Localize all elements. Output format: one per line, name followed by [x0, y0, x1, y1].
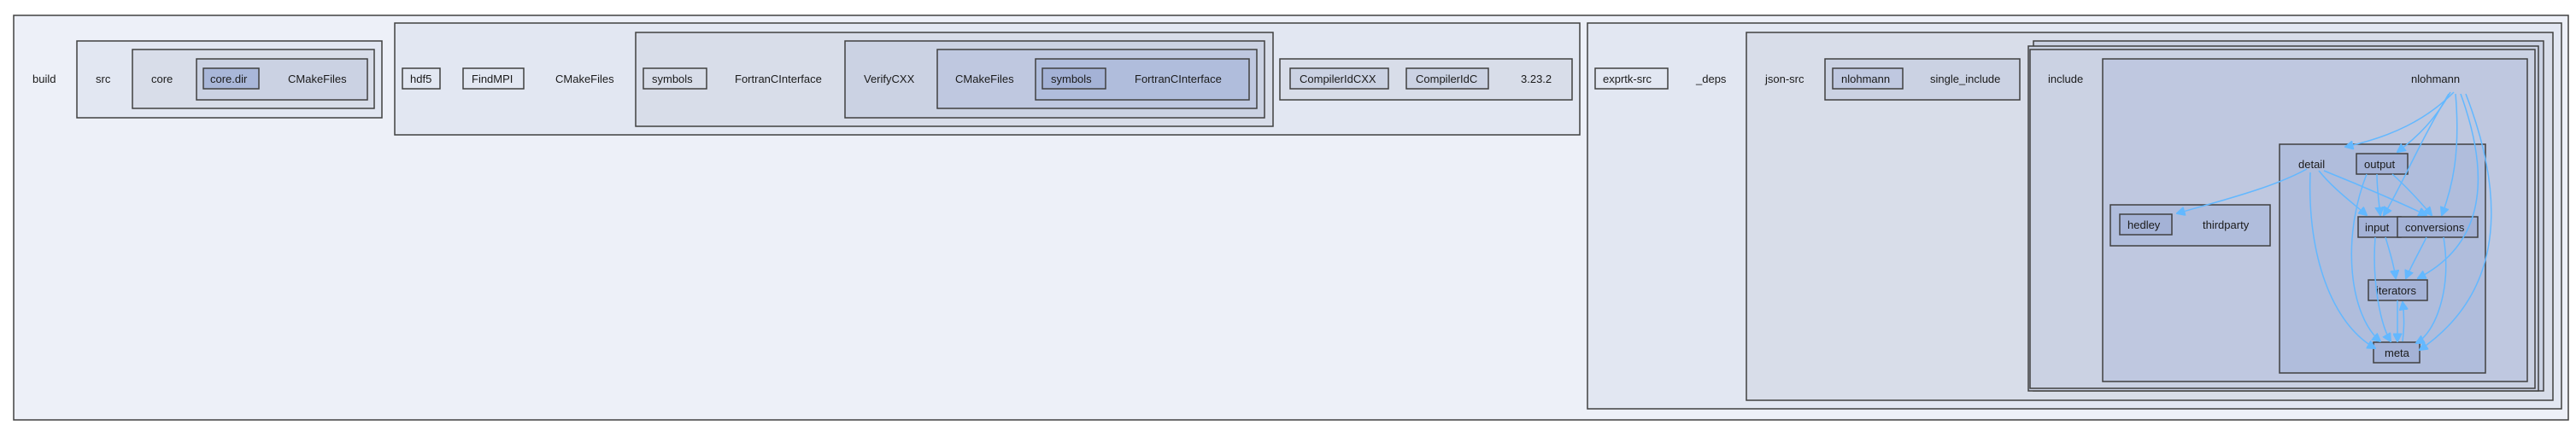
node-hdf5[interactable]: hdf5 — [402, 67, 441, 90]
edge-nlohmann-meta — [2420, 93, 2492, 350]
node-compileridcxx[interactable]: CompilerIdCXX — [1289, 67, 1389, 90]
node-core-dir-label: core.dir — [210, 73, 248, 85]
node-conversions-label: conversions — [2405, 221, 2465, 234]
cluster-fortrancinterface-label: FortranCInterface — [735, 73, 822, 85]
cluster-verifycxx-cmakefiles-label: CMakeFiles — [955, 73, 1014, 85]
node-hdf5-label: hdf5 — [410, 73, 431, 85]
edge-output-meta — [2350, 173, 2380, 341]
node-input[interactable]: input — [2357, 216, 2402, 238]
node-input-label: input — [2365, 221, 2390, 234]
cluster-fci-nested-label: FortranCInterface — [1135, 73, 1222, 85]
edge-input-meta — [2374, 236, 2391, 341]
node-iterators-label: iterators — [2376, 284, 2416, 297]
node-meta[interactable]: meta — [2373, 341, 2421, 364]
node-symbols-nested-label: symbols — [1051, 73, 1092, 85]
cluster-src-label: src — [96, 73, 111, 85]
node-symbols[interactable]: symbols — [643, 67, 707, 90]
cluster-version-label: 3.23.2 — [1521, 73, 1552, 85]
node-exprtk-src[interactable]: exprtk-src — [1594, 67, 1669, 90]
cluster-core-label: core — [151, 73, 173, 85]
node-single-include-nlohmann[interactable]: nlohmann — [1832, 67, 1904, 90]
cluster-detail-label: detail — [2298, 158, 2325, 171]
edge-detail-input — [2318, 170, 2367, 215]
cluster-include-label: include — [2048, 73, 2083, 85]
edge-conversions-meta — [2416, 236, 2447, 343]
edge-input-iterators — [2385, 236, 2396, 278]
node-conversions[interactable]: conversions — [2397, 216, 2479, 238]
edge-detail-meta — [2309, 172, 2375, 348]
edge-nlohmann-input — [2384, 93, 2450, 215]
node-output[interactable]: output — [2356, 153, 2409, 175]
node-exprtk-src-label: exprtk-src — [1603, 73, 1652, 85]
edge-meta-iterators — [2403, 302, 2404, 342]
cluster-build-label: build — [32, 73, 56, 85]
node-core-dir[interactable]: core.dir — [202, 67, 260, 90]
cluster-thirdparty-label: thirdparty — [2203, 218, 2250, 231]
node-output-label: output — [2364, 158, 2396, 171]
node-meta-label: meta — [2385, 347, 2410, 359]
cluster-nlohmann-label: nlohmann — [2411, 73, 2460, 85]
edges — [2177, 91, 2492, 350]
node-hedley[interactable]: hedley — [2119, 213, 2173, 236]
node-compileridc[interactable]: CompilerIdC — [1405, 67, 1489, 90]
edge-nlohmann-conversions — [2442, 93, 2458, 215]
node-symbols-nested[interactable]: symbols — [1042, 67, 1106, 90]
node-single-include-nlohmann-label: nlohmann — [1841, 73, 1890, 85]
cluster-cmakefiles-label: CMakeFiles — [555, 73, 614, 85]
node-symbols-label: symbols — [652, 73, 693, 85]
edge-conversions-iterators — [2406, 236, 2427, 278]
edge-nlohmann-iterators — [2418, 93, 2479, 278]
edge-detail-conversions — [2323, 170, 2426, 215]
edge-output-input — [2377, 173, 2380, 215]
cluster-core-cmakefiles: CMakeFiles — [196, 58, 368, 101]
cluster-core-cmakefiles-label: CMakeFiles — [288, 73, 347, 85]
cluster-fci-nested: FortranCInterface — [1035, 58, 1250, 101]
cluster-deps-label: _deps — [1695, 73, 1727, 85]
cluster-single-include-label: single_include — [1930, 73, 2000, 85]
cluster-verifycxx-label: VerifyCXX — [864, 73, 915, 85]
node-iterators[interactable]: iterators — [2368, 279, 2428, 301]
cluster-json-src-label: json-src — [1764, 73, 1804, 85]
node-findmpi[interactable]: FindMPI — [462, 67, 525, 90]
node-compileridc-label: CompilerIdC — [1416, 73, 1477, 85]
edge-detail-hedley — [2177, 168, 2308, 213]
node-hedley-label: hedley — [2127, 218, 2161, 231]
node-compileridcxx-label: CompilerIdCXX — [1300, 73, 1376, 85]
edge-output-conversions — [2391, 173, 2432, 215]
node-findmpi-label: FindMPI — [472, 73, 513, 85]
cluster-thirdparty: thirdparty — [2110, 204, 2271, 247]
